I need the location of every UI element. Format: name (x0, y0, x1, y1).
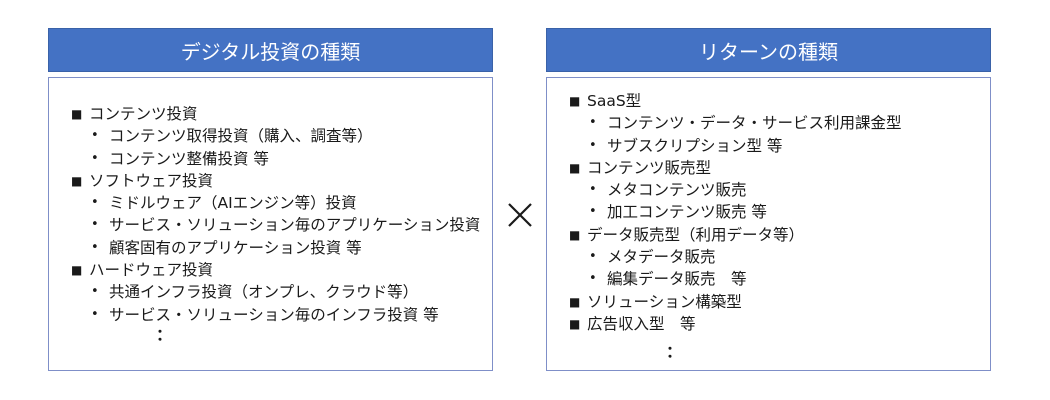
square-bullet-icon: ■ (569, 294, 581, 309)
return-types-list-box: ■ SaaS型 • コンテンツ・データ・サービス利用課金型 • サブスクリプション型 等 ■… (546, 77, 991, 371)
sub-item: • メタコンテンツ販売 (569, 179, 902, 201)
square-bullet-icon: ■ (71, 173, 83, 188)
square-bullet-icon: ■ (569, 160, 581, 175)
dot-bullet-icon: • (91, 195, 99, 211)
dot-bullet-icon: • (589, 204, 597, 220)
category-item: ■ データ販売型（利用データ等） (569, 224, 902, 246)
return-types-list: ■ SaaS型 • コンテンツ・データ・サービス利用課金型 • サブスクリプション型 等 ■… (569, 90, 902, 335)
sub-item: • コンテンツ整備投資 等 (71, 148, 480, 170)
dot-bullet-icon: • (91, 128, 99, 144)
sub-item: • サービス・ソリューション毎のアプリケーション投資 (71, 214, 480, 236)
item-text: 共通インフラ投資（オンプレ、クラウド等） (109, 283, 419, 302)
item-text: メタデータ販売 (607, 248, 716, 267)
sub-item: • 顧客固有のアプリケーション投資 等 (71, 237, 480, 259)
dot-bullet-icon: • (91, 306, 99, 322)
sub-item: • 加工コンテンツ販売 等 (569, 201, 902, 223)
item-text: コンテンツ取得投資（購入、調査等） (109, 127, 373, 146)
square-bullet-icon: ■ (569, 316, 581, 331)
item-text: メタコンテンツ販売 (607, 181, 747, 200)
sub-item: • ミドルウェア（AIエンジン等）投資 (71, 192, 480, 214)
category-item: ■ ソリューション構築型 (569, 291, 902, 313)
dot-bullet-icon: • (91, 239, 99, 255)
continuation-ellipsis: ： (666, 342, 683, 361)
sub-item: • コンテンツ・データ・サービス利用課金型 (569, 112, 902, 134)
category-item: ■ コンテンツ投資 (71, 103, 480, 125)
item-text: コンテンツ・データ・サービス利用課金型 (607, 114, 902, 133)
square-bullet-icon: ■ (569, 94, 581, 108)
dot-bullet-icon: • (589, 137, 597, 153)
item-text: ミドルウェア（AIエンジン等）投資 (109, 194, 357, 213)
item-text: サービス・ソリューション毎のインフラ投資 等 (109, 305, 439, 324)
item-text: データ販売型（利用データ等） (587, 225, 805, 244)
item-text: コンテンツ整備投資 等 (109, 149, 269, 168)
item-text: コンテンツ販売型 (587, 158, 712, 177)
dot-bullet-icon: • (589, 115, 597, 131)
category-item: ■ ソフトウェア投資 (71, 170, 480, 192)
dot-bullet-icon: • (91, 217, 99, 233)
item-text: 顧客固有のアプリケーション投資 等 (109, 238, 362, 257)
category-item: ■ 広告収入型 等 (569, 313, 902, 335)
item-text: コンテンツ投資 (89, 105, 198, 123)
digital-investment-list: ■ コンテンツ投資 • コンテンツ取得投資（購入、調査等） • コンテンツ整備投資 等 ■ ソ… (71, 103, 480, 326)
digital-investment-header: デジタル投資の種類 (48, 28, 493, 72)
sub-item: • メタデータ販売 (569, 246, 902, 268)
sub-item: • サービス・ソリューション毎のインフラ投資 等 (71, 304, 480, 326)
item-text: サブスクリプション型 等 (607, 136, 783, 155)
return-types-header: リターンの種類 (546, 28, 991, 72)
item-text: 加工コンテンツ販売 等 (607, 203, 767, 222)
square-bullet-icon: ■ (71, 107, 83, 121)
sub-item: • 共通インフラ投資（オンプレ、クラウド等） (71, 281, 480, 303)
sub-item: • コンテンツ取得投資（購入、調査等） (71, 125, 480, 147)
square-bullet-icon: ■ (71, 263, 83, 278)
item-text: サービス・ソリューション毎のアプリケーション投資 (109, 216, 481, 235)
digital-investment-list-box: ■ コンテンツ投資 • コンテンツ取得投資（購入、調査等） • コンテンツ整備投資 等 ■ ソ… (48, 77, 493, 371)
sub-item: • 編集データ販売 等 (569, 268, 902, 290)
category-item: ■ コンテンツ販売型 (569, 157, 902, 179)
dot-bullet-icon: • (91, 150, 99, 166)
dot-bullet-icon: • (589, 182, 597, 198)
dot-bullet-icon: • (589, 271, 597, 287)
dot-bullet-icon: • (91, 284, 99, 300)
continuation-ellipsis: ： (156, 325, 173, 344)
item-text: ソフトウェア投資 (89, 171, 214, 190)
category-item: ■ SaaS型 (569, 90, 902, 112)
item-text: 広告収入型 等 (587, 314, 696, 333)
dot-bullet-icon: • (589, 249, 597, 265)
item-text: ソリューション構築型 (587, 292, 742, 311)
item-text: ハードウェア投資 (89, 261, 214, 280)
square-bullet-icon: ■ (569, 227, 581, 242)
multiply-icon (508, 203, 532, 227)
category-item: ■ ハードウェア投資 (71, 259, 480, 281)
item-text: SaaS型 (587, 92, 642, 110)
sub-item: • サブスクリプション型 等 (569, 135, 902, 157)
item-text: 編集データ販売 等 (607, 270, 747, 289)
